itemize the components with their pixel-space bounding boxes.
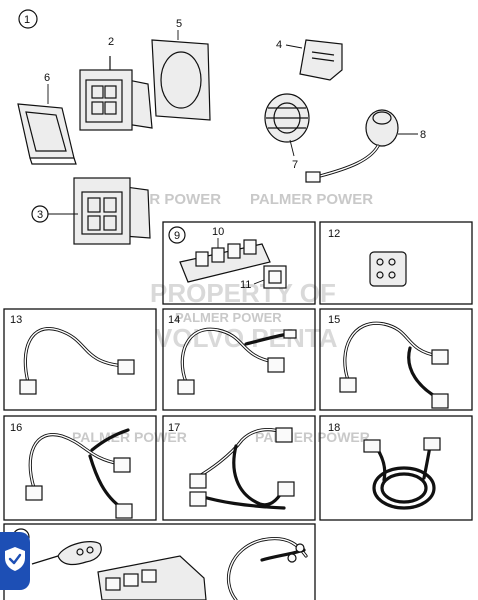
nut-part-7	[264, 93, 310, 143]
box-13	[3, 308, 157, 411]
watermark: PALMER POWER	[72, 429, 187, 445]
harness-14	[177, 327, 297, 395]
control-unit-part-19	[97, 555, 207, 600]
callout-16: 16	[10, 422, 22, 434]
harness-18	[363, 437, 441, 510]
shield-check-icon	[5, 547, 25, 571]
box-15	[319, 308, 473, 411]
callout-3: 3	[37, 209, 43, 221]
callout-10: 10	[212, 226, 224, 238]
cable-part-19	[226, 537, 308, 600]
callout-7: 7	[292, 159, 298, 171]
plug-part-12	[369, 251, 407, 287]
box-14	[162, 308, 316, 411]
key-fob-part-19	[31, 541, 102, 566]
harness-17	[189, 427, 295, 510]
buzzer-part-8	[305, 109, 399, 183]
harness-16	[25, 428, 133, 519]
callout-4: 4	[276, 39, 282, 51]
callout-8: 8	[420, 129, 426, 141]
connector-strip-part-10	[179, 239, 271, 283]
cover-part-4	[299, 39, 343, 81]
callout-1: 1	[24, 14, 30, 26]
watermark: PALMER POWER	[250, 191, 373, 208]
callout-15: 15	[328, 314, 340, 326]
callout-6: 6	[44, 72, 50, 84]
security-badge[interactable]	[0, 532, 30, 590]
watermark: PROPERTY OF	[150, 278, 336, 308]
panel-part-3	[73, 177, 151, 245]
box-9	[162, 221, 316, 305]
harness-13	[19, 327, 135, 395]
panel-part-2	[79, 56, 153, 131]
box-12	[319, 221, 473, 305]
callout-11: 11	[240, 279, 251, 291]
box-18	[319, 415, 473, 521]
box-16	[3, 415, 157, 521]
callout-circle	[168, 226, 186, 244]
callout-12: 12	[328, 228, 340, 240]
callout-13: 13	[10, 314, 22, 326]
callout-14: 14	[168, 314, 180, 326]
callout-9: 9	[174, 230, 180, 242]
callout-5: 5	[176, 18, 182, 30]
callout-18: 18	[328, 422, 340, 434]
seal-part-5	[151, 30, 211, 121]
plug-part-11	[263, 265, 287, 289]
callout-circle	[18, 9, 38, 29]
callout-17: 17	[168, 422, 180, 434]
callout-2: 2	[108, 36, 114, 48]
harness-15	[339, 321, 449, 409]
box-17	[162, 415, 316, 521]
watermark: PALMER POWER	[175, 310, 282, 325]
frame-part-6	[17, 103, 77, 165]
